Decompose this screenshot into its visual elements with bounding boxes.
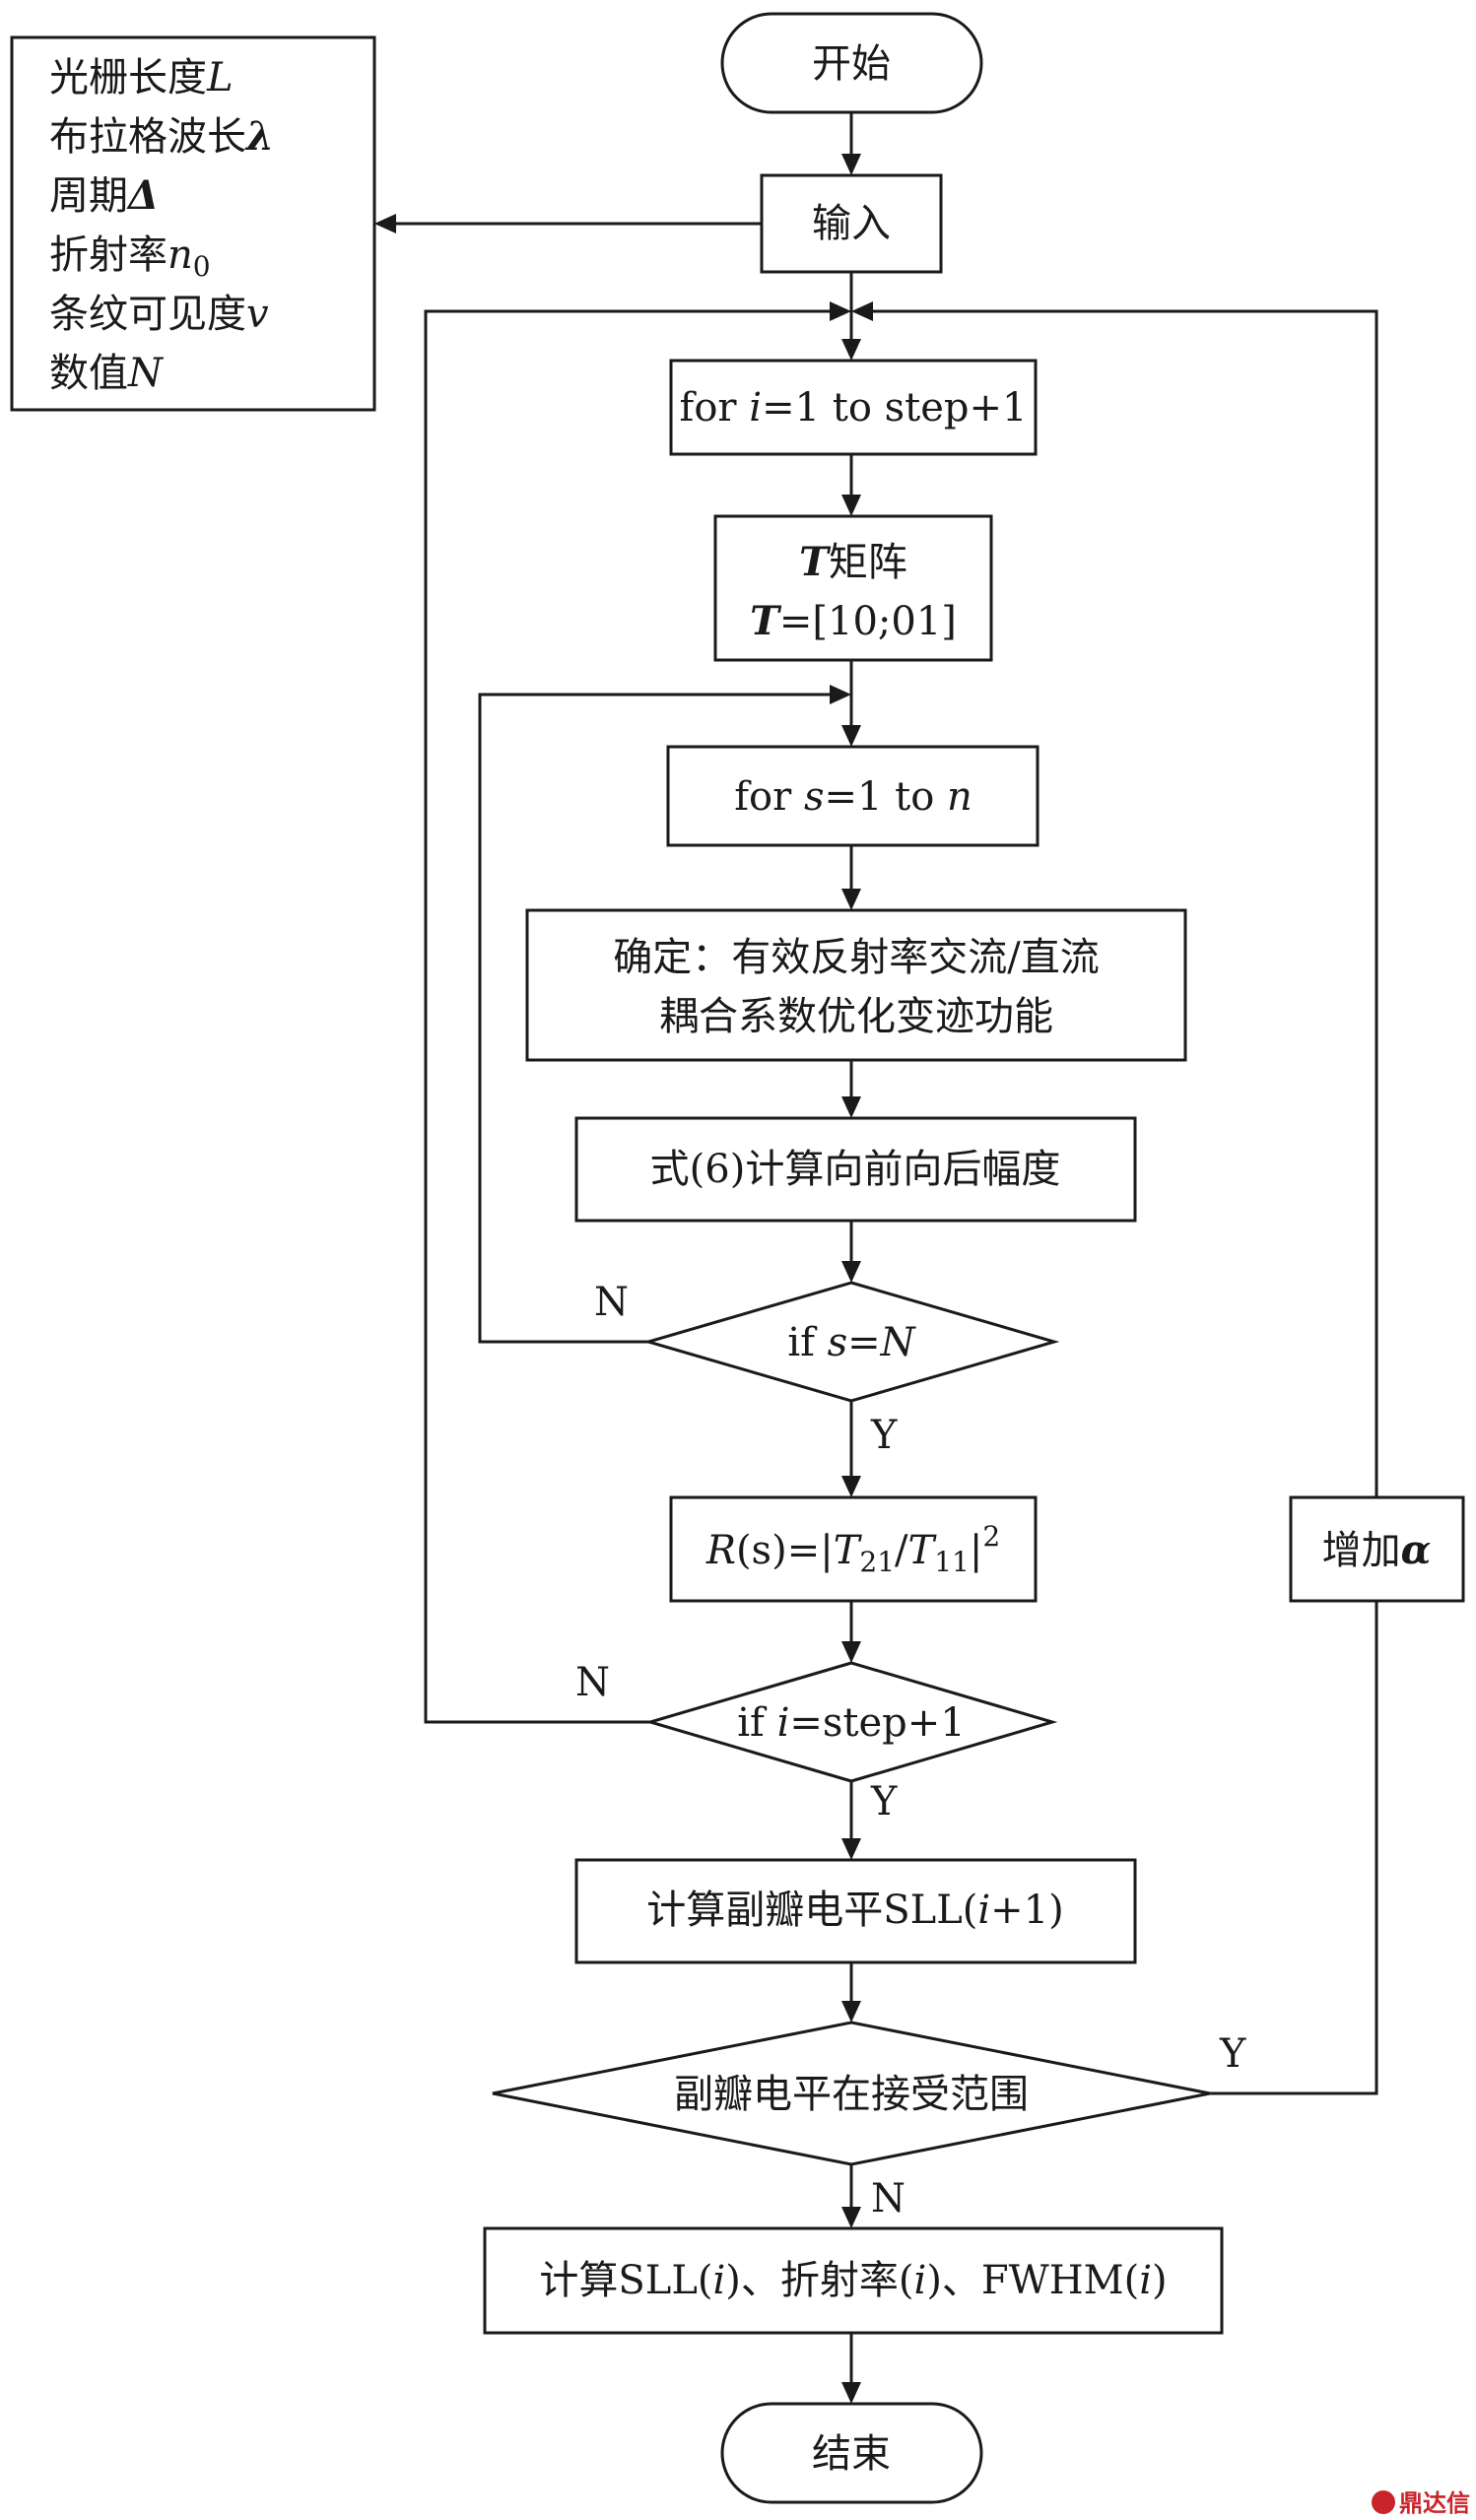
label-y-i: Y [870,1779,898,1824]
final-calc-box [483,2226,1224,2335]
param-length: 光栅长度L [49,55,234,100]
param-refractive-index: 折射率n0 [49,232,211,283]
param-number: 数值N [49,351,165,396]
label-y-accept: Y [1219,2031,1246,2077]
loop-s-label: for s=1 to n [734,774,973,820]
reflectance-box [669,1495,1038,1603]
end-terminal [720,2402,983,2504]
loop-i-label: for i=1 to step+1 [680,385,1028,431]
label-n-outer: N [575,1660,610,1705]
decision-accept-label: 副瓣电平在接受范围 [674,2072,1029,2117]
increase-alpha-label: 增加α [1322,1527,1432,1573]
reflectance-formula: R(s)=|T21/T11|2 [705,1520,1000,1578]
end-label: 结束 [812,2431,891,2477]
label-n-inner: N [594,1280,629,1325]
connectors [374,112,1378,2404]
param-bragg-wavelength: 布拉格波长λ [49,113,274,160]
decision-i-label: if i=step+1 [737,1700,965,1746]
determine-line2: 耦合系数优化变迹功能 [659,994,1053,1039]
watermark-logo: 鼎达信 [1372,2489,1470,2517]
loop-i-box [669,359,1038,456]
matrix-title: T矩阵 [799,539,907,585]
param-period: 周期Δ [49,172,159,219]
matrix-box [713,514,993,662]
watermark-text: 鼎达信 [1399,2489,1470,2517]
start-label: 开始 [812,41,891,87]
label-n-accept: N [871,2176,906,2222]
param-fringe-visibility: 条纹可见度v [49,292,269,337]
label-y-s: Y [870,1413,898,1458]
formula-box [574,1116,1137,1223]
sll-box [574,1858,1137,1964]
decision-s-label: if s=N [787,1320,916,1365]
formula-label: 式(6)计算向前向后幅度 [650,1147,1061,1192]
parameter-box [10,35,376,412]
determine-line1: 确定：有效反射率交流/直流 [613,935,1099,980]
determine-box [525,908,1187,1062]
matrix-init: T=[10;01] [750,598,957,644]
final-calc-label: 计算SLL(i)、折射率(i)、FWHM(i) [539,2258,1167,2303]
input-label: 输入 [812,201,891,246]
sll-label: 计算副瓣电平SLL(i+1) [646,1888,1064,1933]
